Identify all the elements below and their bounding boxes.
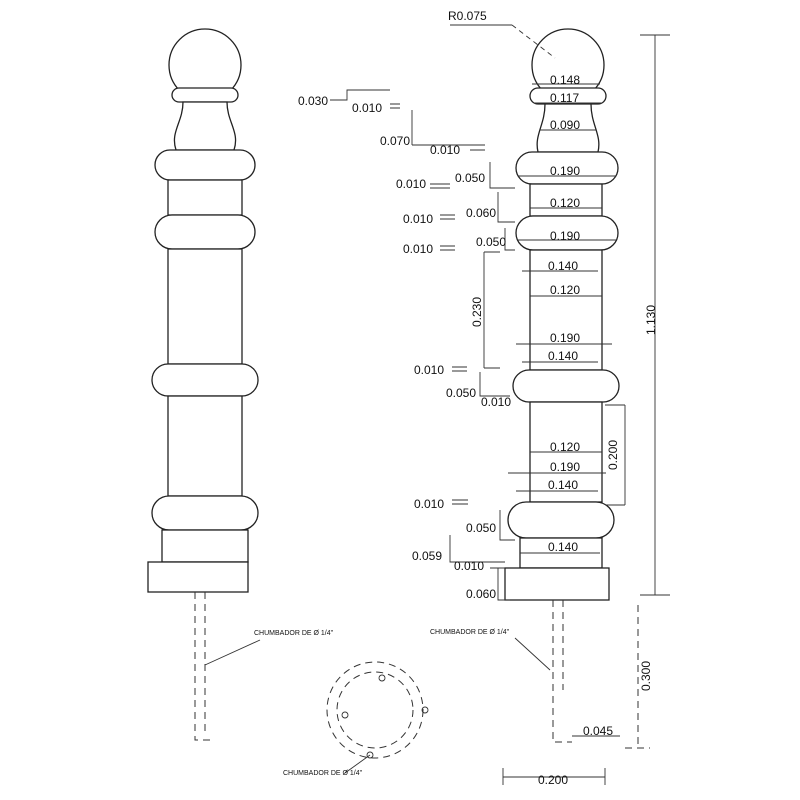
dim-height: 0.060 [466,206,496,220]
base-plan-view: CHUMBADOR DE Ø 1/4" [283,661,429,777]
dim-height: 0.050 [455,171,485,185]
dim-height: 0.010 [352,101,382,115]
dim-width: 0.120 [550,196,580,210]
dim-height: 0.050 [476,235,506,249]
dim-anchor-hook: 0.045 [583,724,613,738]
dim-height: 0.059 [412,549,442,563]
dim-height: 0.070 [380,134,410,148]
dim-width: 0.140 [548,349,578,363]
dim-height: 0.200 [606,440,620,470]
dim-height: 0.010 [454,559,484,573]
height-dimensions-right: 1.130 0.200 0.300 0.045 0.200 [502,34,670,787]
dim-width: 0.190 [550,164,580,178]
dim-anchor-depth: 0.300 [639,661,653,691]
dim-width: 0.120 [550,283,580,297]
dim-width: 0.090 [550,118,580,132]
dim-base-width: 0.200 [538,773,568,787]
anchor-label: CHUMBADOR DE Ø 1/4" [430,629,510,636]
height-dimensions-left: 0.030 0.010 0.070 0.010 0.010 0.050 0.01… [298,89,515,601]
dim-height: 0.030 [298,94,328,108]
bollard-elevation-right: CHUMBADOR DE Ø 1/4" R0.075 0.148 0.117 0… [298,9,670,787]
dim-height: 0.060 [466,587,496,601]
dim-height: 0.010 [414,363,444,377]
dim-height: 0.010 [414,497,444,511]
dim-total-height: 1.130 [644,305,658,335]
bollard-elevation-left: CHUMBADOR DE Ø 1/4" [147,28,334,741]
dim-width: 0.190 [550,331,580,345]
dim-height: 0.050 [446,386,476,400]
dim-width: 0.140 [548,259,578,273]
dim-height: 0.010 [430,143,460,157]
dim-height: 0.230 [470,297,484,327]
dim-height: 0.010 [481,395,511,409]
anchor-label: CHUMBADOR DE Ø 1/4" [254,630,334,637]
dim-width: 0.140 [548,478,578,492]
dim-width: 0.148 [550,73,580,87]
dim-width: 0.120 [550,440,580,454]
dim-height: 0.050 [466,521,496,535]
dim-width: 0.140 [548,540,578,554]
dim-height: 0.010 [403,212,433,226]
dim-height: 0.010 [396,177,426,191]
dim-width: 0.117 [550,91,579,105]
anchor-label: CHUMBADOR DE Ø 1/4" [283,770,363,777]
width-dimensions: 0.148 0.117 0.090 0.190 0.120 0.190 0.14… [508,73,616,554]
dim-width: 0.190 [550,229,580,243]
dim-height: 0.010 [403,242,433,256]
radius-label: R0.075 [448,9,487,23]
dim-width: 0.190 [550,460,580,474]
